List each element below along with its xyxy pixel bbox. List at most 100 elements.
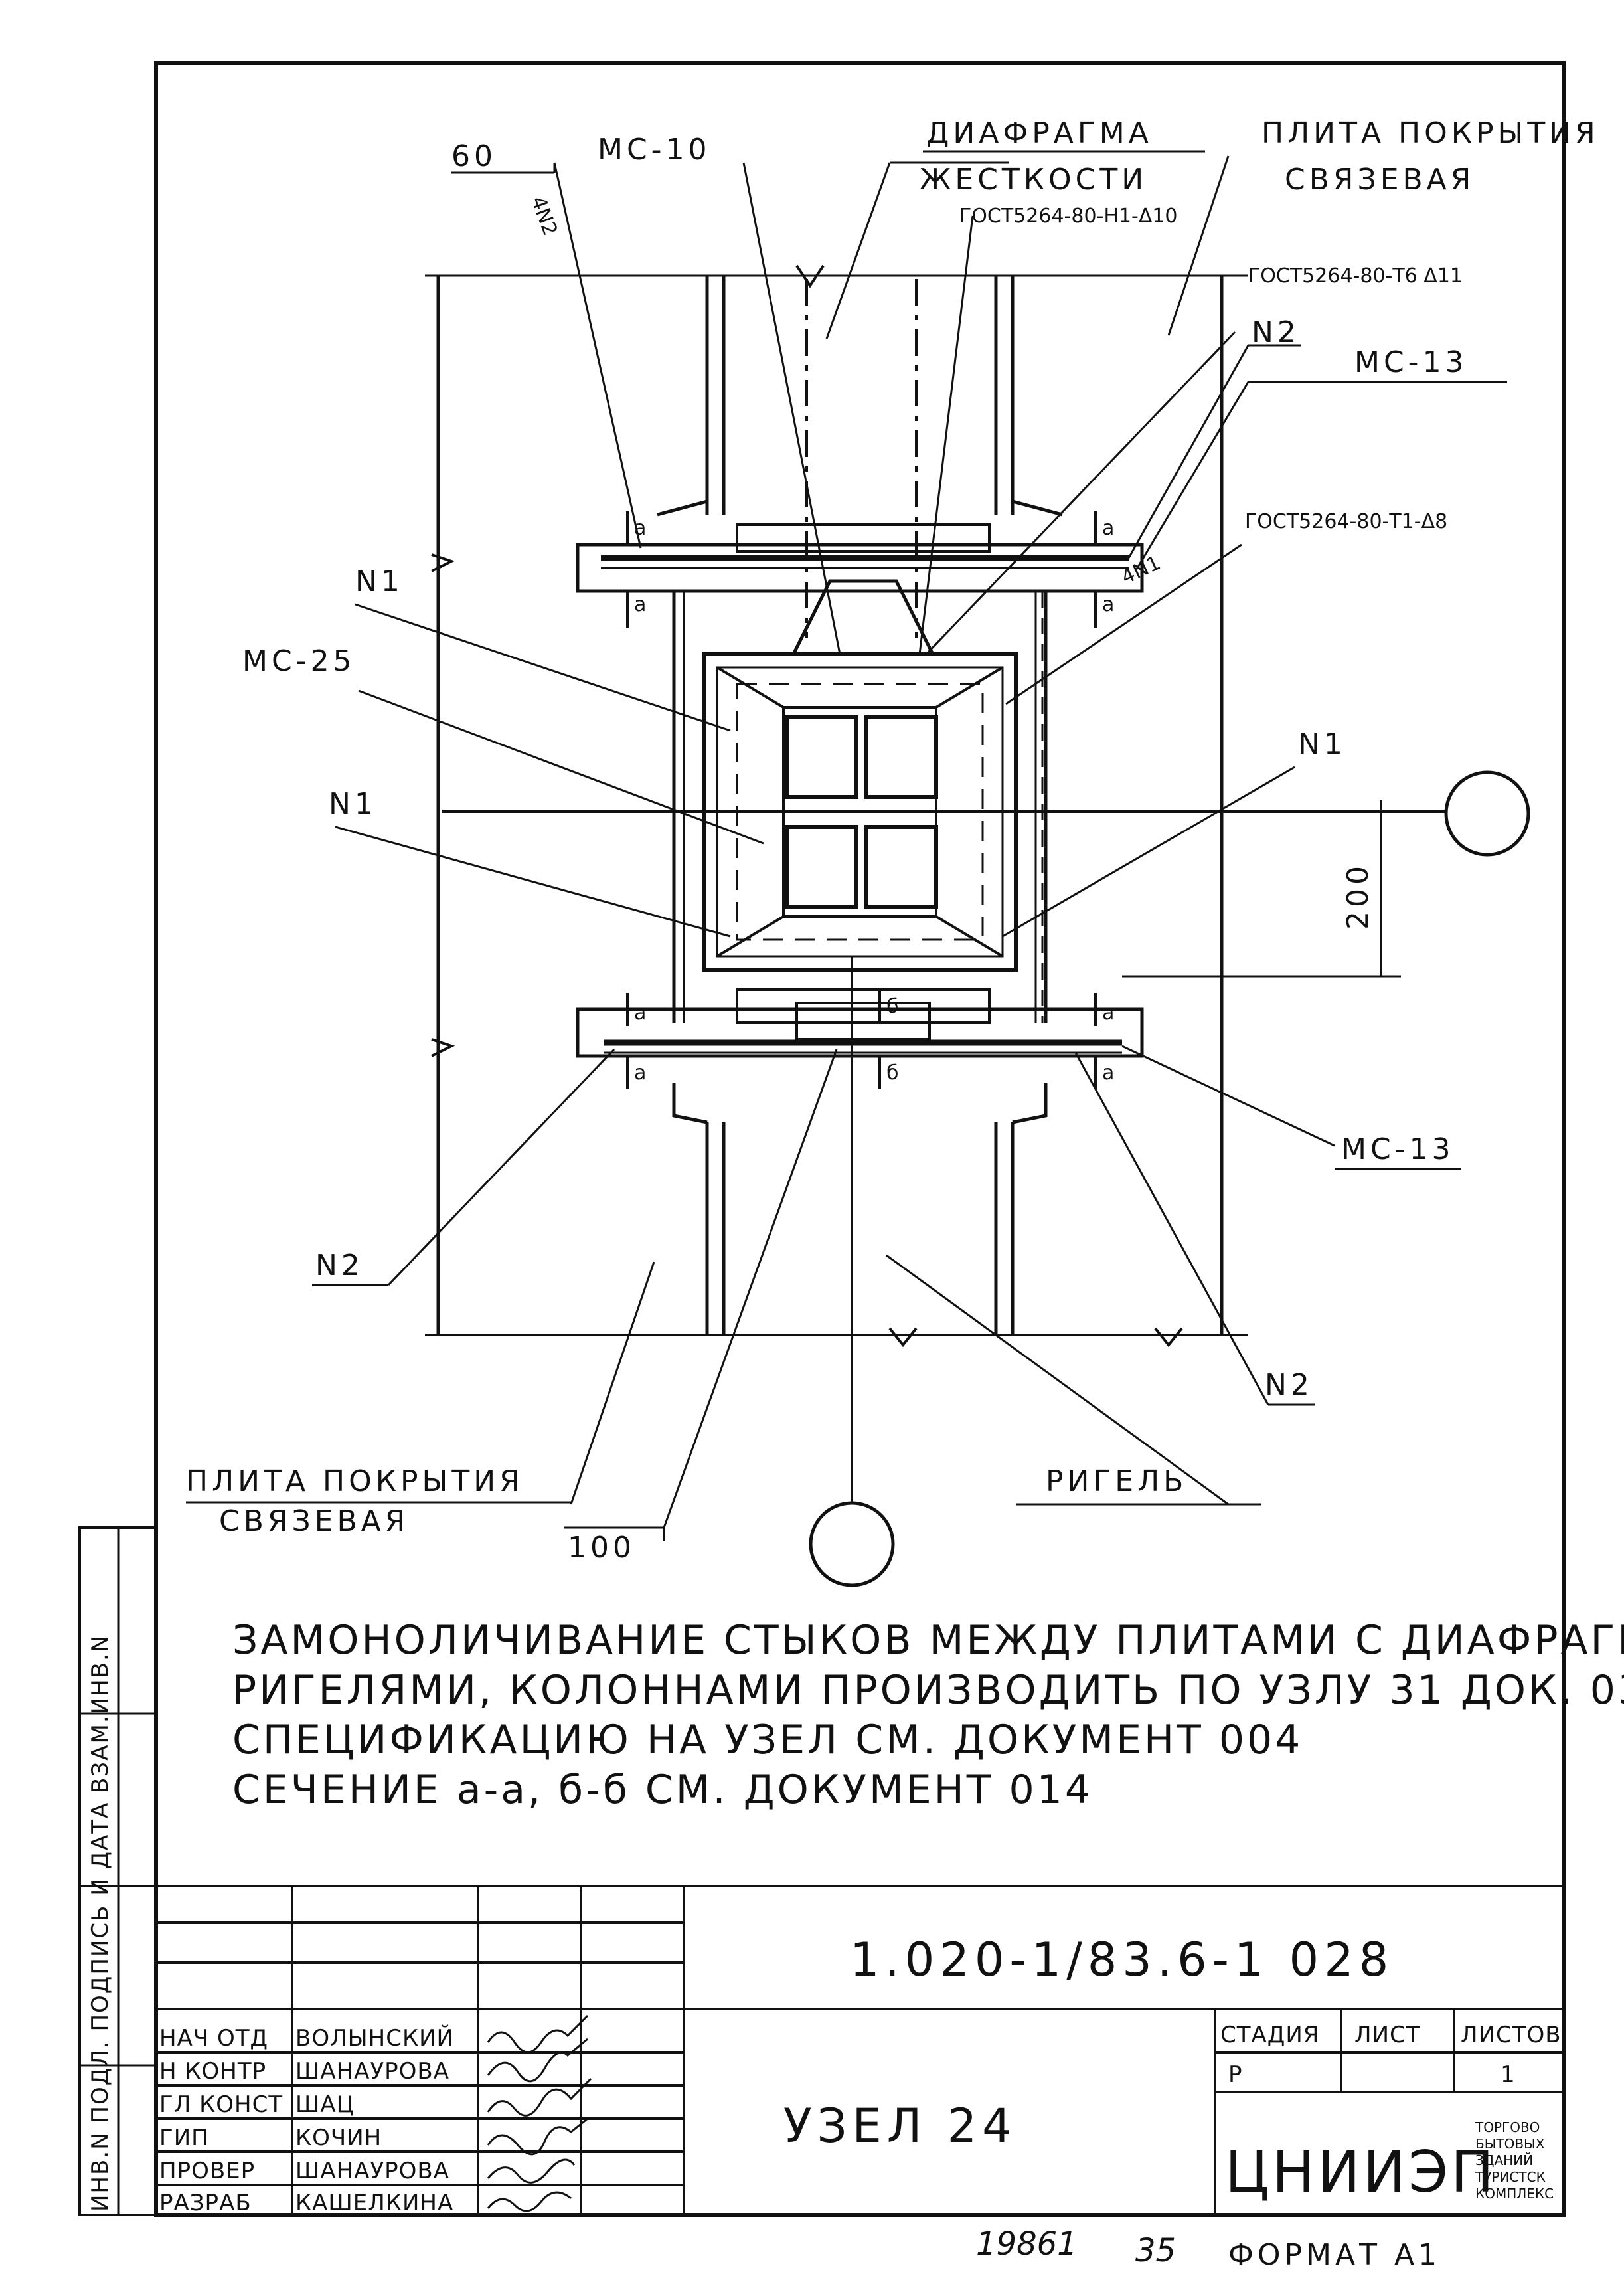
sec-a-8: а bbox=[1102, 1061, 1114, 1085]
break-mark-bottom bbox=[888, 1327, 918, 1348]
label-n1-b: N1 bbox=[329, 787, 377, 821]
lower-bearing-plate bbox=[576, 1007, 1144, 1058]
upper-bearing-plate bbox=[576, 543, 1144, 593]
org-sub-3: ТУРИСТСК bbox=[1475, 2169, 1546, 2185]
label-underlines bbox=[186, 150, 1507, 1529]
label-dim200: 200 bbox=[1341, 862, 1375, 930]
sec-b-1: б bbox=[886, 995, 899, 1018]
inv-number: 19861 bbox=[976, 2226, 1078, 2263]
note-line-4: СЕЧЕНИЕ а-а, б-б СМ. ДОКУМЕНТ 014 bbox=[232, 1767, 1093, 1813]
label-n1-c: N1 bbox=[1298, 727, 1346, 761]
signatures bbox=[487, 2014, 592, 2212]
label-mc13-bottom: МС-13 bbox=[1341, 1132, 1455, 1166]
sec-a-2: а bbox=[634, 593, 646, 616]
label-riegel: РИГЕЛЬ bbox=[1046, 1464, 1187, 1498]
rebar-cell-br bbox=[864, 825, 938, 909]
label-n1-a: N1 bbox=[355, 565, 404, 598]
break-mark-left-2 bbox=[431, 1038, 455, 1057]
frame-diag-tr bbox=[935, 666, 1004, 709]
role-1: Н КОНТР bbox=[159, 2058, 266, 2085]
shaft-top-shoulder-r bbox=[1011, 499, 1063, 517]
frame-diag-tl bbox=[716, 666, 785, 709]
axis-bubble-bottom bbox=[809, 1501, 895, 1587]
upper-cap bbox=[736, 523, 991, 553]
label-plate-top-1: ПЛИТА ПОКРЫТИЯ bbox=[1261, 116, 1599, 150]
label-plate-bottom-2: СВЯЗЕВАЯ bbox=[219, 1504, 409, 1538]
name-2: ШАЦ bbox=[295, 2091, 355, 2118]
sec-a-1: а bbox=[634, 517, 646, 540]
break-mark-bottom-right bbox=[1154, 1327, 1183, 1348]
label-gost-h1: ГОСТ5264-80-Н1-Δ10 bbox=[959, 205, 1178, 228]
name-3: КОЧИН bbox=[295, 2125, 382, 2151]
sec-a-5: а bbox=[634, 1002, 646, 1025]
note-line-2: РИГЕЛЯМИ, КОЛОННАМИ ПРОИЗВОДИТЬ ПО УЗЛУ … bbox=[232, 1667, 1624, 1713]
sec-a-3: а bbox=[1102, 517, 1114, 540]
label-4n2: 4N2 bbox=[526, 193, 562, 239]
name-4: ШАНАУРОВА bbox=[295, 2158, 449, 2184]
sheets-header: ЛИСТОВ bbox=[1461, 2022, 1562, 2048]
riegel-shoulder-r bbox=[1012, 1083, 1048, 1124]
label-n2-left: N2 bbox=[315, 1249, 364, 1282]
rebar-cell-bl bbox=[785, 825, 858, 909]
notes: ЗАМОНОЛИЧИВАНИЕ СТЫКОВ МЕЖДУ ПЛИТАМИ С Д… bbox=[232, 1617, 1624, 1813]
org-sub-2: ЗДАНИЙ bbox=[1475, 2152, 1533, 2168]
shaft-top-shoulder-l bbox=[657, 499, 709, 517]
title-block bbox=[156, 1885, 1564, 2215]
label-diaphragm-2: ЖЕСТКОСТИ bbox=[920, 163, 1147, 197]
break-mark-left bbox=[431, 553, 455, 572]
sec-a-4: а bbox=[1102, 593, 1114, 616]
side-stamp: ИНВ.N ПОДЛ. ПОДПИСЬ И ДАТА ВЗАМ.ИНВ.N bbox=[78, 1526, 157, 2216]
sheet-header: ЛИСТ bbox=[1354, 2022, 1421, 2048]
role-4: ПРОВЕР bbox=[159, 2158, 255, 2184]
role-0: НАЧ ОТД bbox=[159, 2025, 268, 2052]
stage-header: СТАДИЯ bbox=[1220, 2022, 1319, 2048]
drawing-title: УЗЕЛ 24 bbox=[783, 2099, 1017, 2153]
frame-diag-bl bbox=[716, 915, 785, 958]
format-label: ФОРМАТ А1 bbox=[1228, 2238, 1441, 2272]
label-mc25: МС-25 bbox=[242, 644, 356, 678]
node-drawing bbox=[186, 150, 1530, 1587]
label-dim100: 100 bbox=[568, 1531, 635, 1565]
leader-lines bbox=[335, 155, 1507, 1541]
drawing-frame bbox=[154, 61, 1566, 2217]
name-0: ВОЛЫНСКИЙ bbox=[295, 2024, 454, 2052]
org-logo: ЦНИИЭП bbox=[1225, 2139, 1497, 2206]
label-plate-top-2: СВЯЗЕВАЯ bbox=[1285, 163, 1475, 197]
inv-number-b: 35 bbox=[1135, 2232, 1176, 2269]
rebar-cell-tl bbox=[785, 715, 858, 799]
label-gost-t1: ГОСТ5264-80-Т1-Δ8 bbox=[1245, 510, 1447, 533]
footer: 19861 35 ФОРМАТ А1 bbox=[976, 2226, 1441, 2272]
name-1: ШАНАУРОВА bbox=[295, 2058, 449, 2085]
drawing-labels: МС-10 ДИАФРАГМА ЖЕСТКОСТИ ГОСТ5264-80-Н1… bbox=[186, 116, 1599, 1565]
axis-bubble-right bbox=[1444, 770, 1530, 857]
frame-diag-br bbox=[935, 915, 1004, 958]
label-dim60: 60 bbox=[451, 139, 497, 173]
label-plate-bottom-1: ПЛИТА ПОКРЫТИЯ bbox=[186, 1464, 524, 1498]
riegel-insert bbox=[795, 1002, 931, 1041]
rebar-cell-tr bbox=[864, 715, 938, 799]
org-sub-4: КОМПЛЕКС bbox=[1475, 2186, 1554, 2202]
sec-b-2: б bbox=[886, 1061, 899, 1085]
role-3: ГИП bbox=[159, 2125, 209, 2151]
org-sub-0: ТОРГОВО bbox=[1475, 2119, 1540, 2135]
doc-code: 1.020-1/83.6-1 028 bbox=[850, 1933, 1394, 1987]
section-marks bbox=[626, 511, 1097, 1089]
stage-value: Р bbox=[1228, 2061, 1243, 2088]
title-block-text: 1.020-1/83.6-1 028 УЗЕЛ 24 НАЧ ОТД ВОЛЫН… bbox=[159, 1933, 1562, 2216]
label-n2-top: N2 bbox=[1252, 315, 1300, 349]
label-mc10: МС-10 bbox=[598, 133, 711, 167]
label-gost-t6: ГОСТ5264-80-Т6 Δ11 bbox=[1248, 264, 1463, 288]
break-mark-top bbox=[795, 264, 825, 288]
side-stamp-text: ИНВ.N ПОДЛ. ПОДПИСЬ И ДАТА ВЗАМ.ИНВ.N bbox=[87, 1634, 114, 2212]
sec-a-7: а bbox=[1102, 1002, 1114, 1025]
role-2: ГЛ КОНСТ bbox=[159, 2091, 283, 2118]
label-n2-right: N2 bbox=[1265, 1368, 1313, 1402]
note-line-3: СПЕЦИФИКАЦИЮ НА УЗЕЛ СМ. ДОКУМЕНТ 004 bbox=[232, 1717, 1303, 1763]
role-5: РАЗРАБ bbox=[159, 2190, 252, 2216]
riegel-shoulder-l bbox=[672, 1083, 708, 1124]
name-5: КАШЕЛКИНА bbox=[295, 2190, 453, 2216]
sheet-value: 1 bbox=[1501, 2061, 1516, 2088]
riegel-cap bbox=[736, 988, 991, 1024]
label-diaphragm-1: ДИАФРАГМА bbox=[926, 116, 1153, 150]
